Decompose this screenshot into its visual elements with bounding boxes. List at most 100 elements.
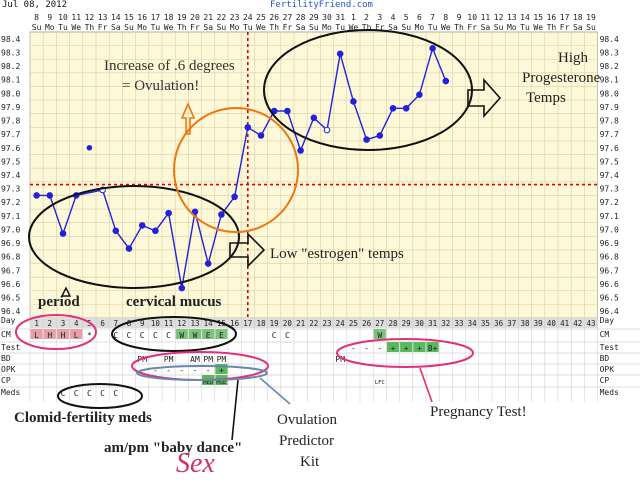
weekday-label: Tu (520, 23, 530, 32)
cycle-day-label: 33 (454, 319, 463, 328)
row-label-left: CP (1, 376, 11, 385)
bd-cell: PM (217, 355, 227, 364)
site-name[interactable]: FertilityFriend.com (270, 0, 373, 10)
y-tick-right: 97.3 (600, 185, 619, 194)
cm-cell: C (153, 331, 158, 340)
cm-cell: C (285, 331, 290, 340)
test-cell: + (417, 344, 422, 353)
annotation-ovulation: = Ovulation! (122, 78, 200, 94)
cycle-day-label: 24 (336, 319, 346, 328)
date-label: 23 (230, 13, 240, 22)
annotation-clomid: Clomid-fertility meds (14, 410, 152, 426)
temp-point (389, 104, 397, 112)
row-label-right: Day (600, 316, 615, 325)
cycle-day-label: 3 (61, 319, 66, 328)
cm-cell: L (74, 331, 79, 340)
cm-cell: W (377, 331, 382, 340)
y-tick-left: 97.1 (1, 212, 20, 221)
temp-point (59, 230, 67, 237)
cycle-day-label: 38 (520, 319, 530, 328)
temp-point (284, 107, 291, 115)
temp-point (336, 50, 344, 58)
meds-cell: C (113, 389, 118, 398)
up-arrow-icon (60, 286, 72, 297)
y-tick-left: 97.6 (1, 144, 20, 153)
weekday-label: Mo (415, 23, 425, 32)
date-label: 12 (85, 13, 95, 22)
weekday-label: Su (494, 23, 504, 32)
temp-point (218, 211, 225, 218)
cm-cell: E (219, 331, 224, 340)
cycle-day-label: 1 (34, 319, 39, 328)
date-label: 18 (164, 13, 174, 22)
y-tick-right: 97.6 (600, 144, 619, 153)
temp-point (323, 126, 331, 134)
cm-cell: W (179, 331, 184, 340)
cycle-day-label: 42 (573, 319, 582, 328)
weekday-label: Sa (203, 23, 213, 32)
cp-cell: MED (203, 380, 213, 386)
opk-cell: - (166, 366, 171, 375)
weekday-label: Sa (296, 23, 306, 32)
test-cell: - (351, 344, 356, 353)
date-label: 7 (430, 13, 435, 22)
temp-point (152, 227, 159, 235)
cycle-day-label: 6 (100, 319, 105, 328)
up-arrow-icon (180, 101, 196, 135)
y-tick-left: 96.9 (1, 239, 20, 248)
row-label-left: BD (1, 354, 11, 363)
date-label: 31 (335, 13, 345, 22)
y-tick-left: 97.7 (1, 130, 20, 139)
temperature-grid (29, 31, 598, 319)
weekday-label: Fr (283, 23, 293, 32)
date-label: 22 (217, 13, 227, 22)
cm-cell-fill (215, 329, 228, 339)
cervical-mucus-ellipse (111, 316, 237, 352)
temp-point (363, 136, 370, 143)
temp-point (231, 193, 238, 201)
bottom-rows-bg (0, 318, 640, 402)
chart-date: Jul 08, 2012 (2, 0, 68, 10)
weekday-label: Mo (230, 23, 240, 32)
temp-point (33, 192, 40, 199)
cycle-day-label: 10 (151, 319, 161, 328)
opk-cell-fill (215, 364, 228, 374)
date-label: 3 (377, 13, 382, 22)
weekday-label: Fr (467, 23, 477, 32)
y-tick-left: 96.4 (1, 307, 20, 316)
y-tick-right: 98.1 (600, 76, 619, 85)
weekday-label: Mo (507, 23, 517, 32)
weekday-label: Tu (151, 23, 161, 32)
cycle-day-label: 4 (74, 319, 79, 328)
cycle-day-label: 17 (243, 319, 252, 328)
annotation-high-1: High (558, 50, 588, 66)
cycle-day-label: 39 (534, 319, 543, 328)
date-label: 21 (203, 13, 213, 22)
cm-cell: E (206, 331, 211, 340)
cycle-day-label: 18 (256, 319, 266, 328)
bd-cell: PM (203, 355, 213, 364)
y-tick-right: 97.1 (600, 212, 619, 221)
cycle-day-label: 41 (560, 319, 569, 328)
date-label: 8 (443, 13, 448, 22)
cm-cell-fill (175, 329, 188, 339)
y-tick-left: 98.3 (1, 48, 20, 57)
annotation-cervical-mucus: cervical mucus (126, 294, 222, 310)
weekday-label: Th (269, 23, 279, 32)
cycle-day-label: 31 (428, 319, 437, 328)
temp-point (125, 245, 133, 252)
temp-point (191, 208, 199, 216)
row-label-left: Day (1, 316, 16, 325)
date-label: 19 (586, 13, 596, 22)
date-label: 9 (47, 13, 52, 22)
temp-point (244, 124, 252, 131)
cycle-day-label: 12 (177, 319, 186, 328)
cycle-day-label: 27 (375, 319, 384, 328)
test-cell: - (377, 344, 382, 353)
bd-cell: PM (164, 355, 174, 364)
temp-point (402, 104, 410, 112)
temp-point (46, 192, 54, 199)
y-tick-left: 98.1 (1, 76, 20, 85)
weekday-label: Sa (111, 23, 121, 32)
bd-cell: AM (190, 355, 200, 364)
